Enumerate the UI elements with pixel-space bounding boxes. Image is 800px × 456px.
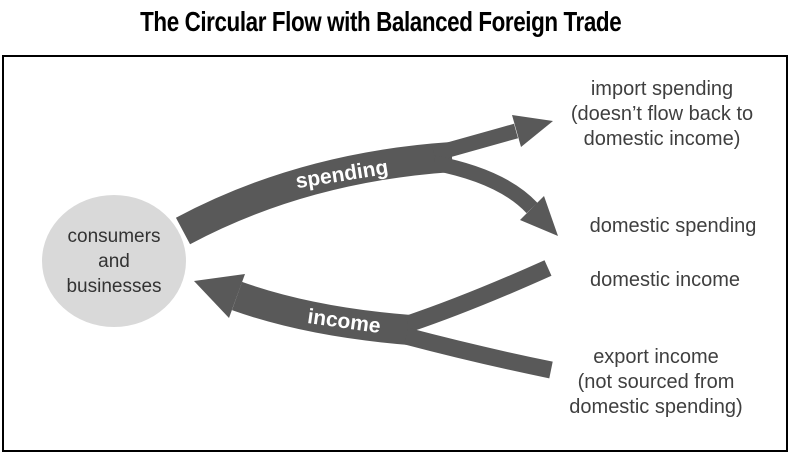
consumers-businesses-label: consumers and businesses xyxy=(66,226,162,297)
spending-import-branch xyxy=(431,123,519,162)
consumers-businesses-circle xyxy=(42,195,186,327)
export-income-label: export income (not sourced from domestic… xyxy=(569,346,743,418)
spending-flow-band xyxy=(175,142,454,245)
spending-domestic-arrowhead xyxy=(520,196,558,236)
income-domestic-branch xyxy=(405,260,552,333)
income-flow-band xyxy=(231,281,412,345)
flow-diagram-canvas xyxy=(42,115,558,379)
domestic-spending-label: domestic spending xyxy=(589,215,757,237)
spending-import-arrowhead xyxy=(512,115,553,147)
income-export-branch xyxy=(403,327,553,379)
spending-domestic-branch xyxy=(432,155,538,214)
diagram-title: The Circular Flow with Balanced Foreign … xyxy=(140,6,622,37)
domestic-income-label: domestic income xyxy=(589,269,741,291)
diagram-frame: consumers and businesses spending income… xyxy=(2,55,788,452)
title-bar: The Circular Flow with Balanced Foreign … xyxy=(0,6,800,38)
income-arrowhead xyxy=(194,274,245,318)
import-spending-label: import spending (doesn’t flow back to do… xyxy=(570,78,754,150)
